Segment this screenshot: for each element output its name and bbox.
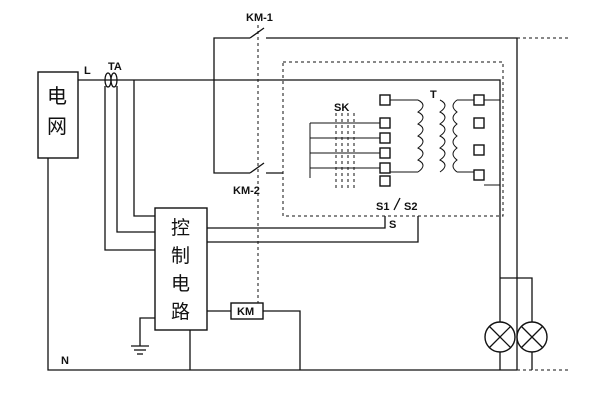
regulator-enclosure — [282, 61, 504, 217]
wire-to-s1 — [207, 216, 386, 229]
control-label-3: 电 — [171, 273, 190, 295]
label-KM2: KM-2 — [233, 185, 260, 197]
live-line — [78, 79, 501, 190]
label-KM1: KM-1 — [246, 12, 273, 24]
grid-label-1: 电 — [47, 84, 67, 108]
control-label-2: 制 — [171, 245, 190, 267]
sk-switch-array: SK — [309, 102, 380, 188]
wire-to-s2 — [207, 216, 419, 243]
label-L: L — [84, 65, 91, 77]
tap-terminals-left — [379, 94, 391, 187]
control-label-4: 路 — [171, 301, 190, 323]
km-coil: KM — [207, 302, 301, 370]
control-label-1: 控 — [171, 217, 190, 239]
selector-switch-s: S1 S2 S — [376, 197, 417, 231]
label-T: T — [430, 89, 437, 101]
supply-wire — [133, 80, 155, 217]
label-S2: S2 — [404, 201, 417, 213]
label-N: N — [61, 355, 69, 367]
neutral-line — [47, 158, 568, 371]
label-TA: TA — [108, 61, 122, 73]
lamp-icon — [484, 190, 548, 370]
control-circuit-box: 控 制 电 路 — [154, 207, 208, 331]
grid-box: 电 网 — [37, 71, 79, 159]
ground-icon — [131, 317, 155, 355]
grid-label-2: 网 — [47, 114, 67, 138]
transformer-t: T — [390, 89, 500, 186]
current-transformer-ta: TA — [104, 61, 155, 251]
label-KM: KM — [237, 306, 254, 318]
label-S1: S1 — [376, 201, 389, 213]
label-SK: SK — [334, 102, 349, 114]
label-S: S — [389, 219, 396, 231]
contactor-branch: KM-1 KM-2 — [213, 12, 568, 370]
